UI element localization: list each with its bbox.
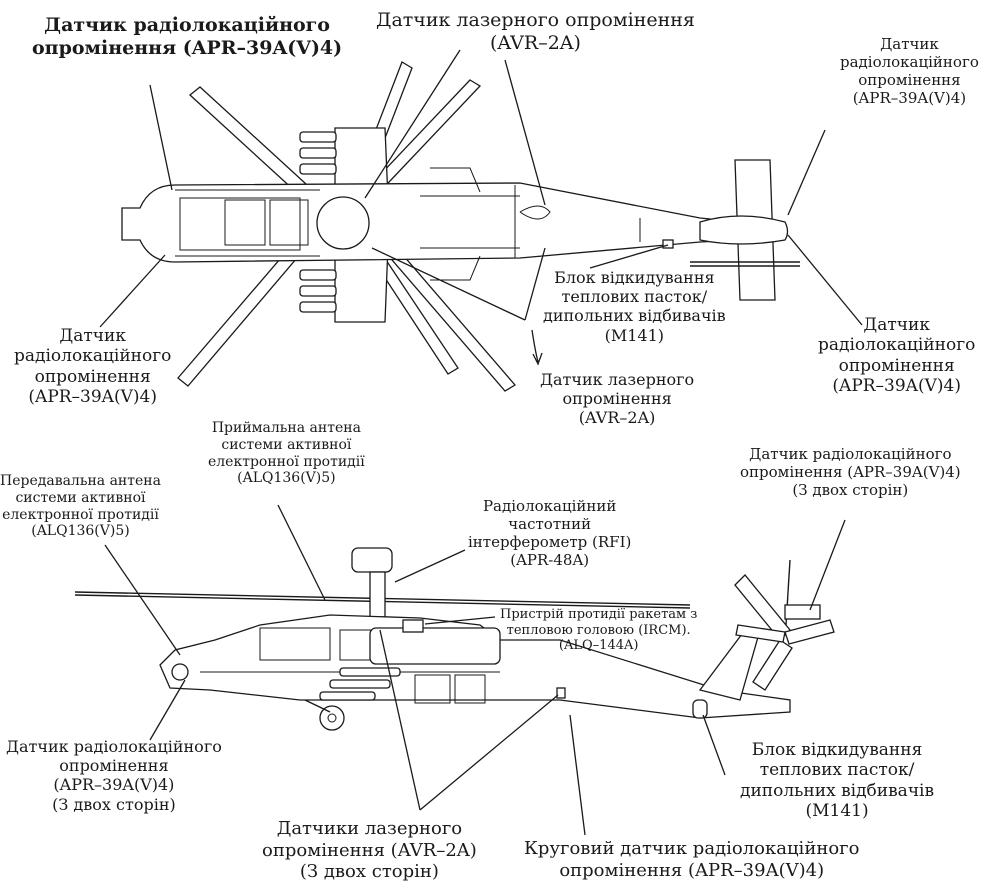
- label-line: дипольних відбивачів: [740, 780, 935, 801]
- label-top-tail-apr-upper: Датчик радіолокаційного опромінення (APR…: [840, 35, 979, 107]
- label-line: інтерферометр (RFI): [468, 533, 632, 551]
- label-line: Приймальна антена: [211, 420, 361, 436]
- side-m141-unit: [692, 699, 708, 719]
- label-line: (З двох сторін): [792, 481, 909, 499]
- side-rfi-dome: [351, 547, 393, 573]
- label-line: (APR-48A): [510, 551, 590, 569]
- label-line: Круговий датчик радіолокаційного: [524, 838, 860, 859]
- label-line: Датчик: [880, 35, 939, 53]
- label-line: Блок відкидування: [554, 268, 715, 287]
- label-line: (AVR–2A): [578, 408, 656, 428]
- label-side-rfi: Радіолокаційний частотний інтерферометр …: [468, 497, 631, 569]
- label-line: Датчик лазерного: [540, 370, 695, 389]
- label-side-nose-apr: Датчик радіолокаційного опромінення (APR…: [6, 737, 222, 814]
- label-top-avr-upper: Датчик лазерного опромінення (AVR–2A): [376, 9, 695, 55]
- label-line: (З двох сторін): [299, 861, 439, 883]
- label-line: радіолокаційного: [14, 346, 172, 367]
- label-side-ircm: Пристрій протидії ракетам з тепловою гол…: [500, 607, 697, 654]
- label-line: електронної протидії: [208, 453, 365, 470]
- label-line: (APR–39A(V)4): [832, 376, 961, 397]
- label-line: системи активної: [221, 436, 352, 453]
- side-ircm-unit: [402, 619, 424, 633]
- label-side-avr: Датчики лазерного опромінення (AVR–2A) (…: [262, 818, 477, 883]
- label-line: системи активної: [15, 489, 146, 506]
- label-line: (ALQ–144A): [558, 638, 639, 654]
- label-line: Передавальна антена: [0, 473, 161, 489]
- label-line: (APR–39A(V)4): [53, 775, 175, 795]
- label-line: (M141): [604, 325, 665, 345]
- side-leader-lines: [104, 504, 846, 836]
- label-line: опромінення (APR–39A(V)4): [559, 859, 825, 881]
- label-line: дипольних відбивачів: [543, 306, 726, 326]
- label-line: (ALQ136(V)5): [237, 470, 336, 487]
- label-side-tail-apr: Датчик радіолокаційного опромінення (APR…: [740, 445, 961, 499]
- label-line: (APR–39A(V)4): [852, 89, 967, 107]
- label-line: опромінення (APR–39A(V)4): [740, 463, 961, 481]
- label-top-nose-apr-upper: Датчик радіолокаційного опромінення (APR…: [32, 14, 342, 60]
- label-line: опромінення (APR–39A(V)4): [32, 36, 343, 59]
- label-line: Блок відкидування: [751, 740, 923, 760]
- label-line: частотний: [508, 515, 592, 533]
- label-line: опромінення: [562, 389, 672, 409]
- label-line: Датчик радіолокаційного: [749, 445, 952, 463]
- label-line: опромінення: [858, 71, 961, 89]
- label-line: (APR–39A(V)4): [28, 387, 157, 408]
- label-top-m141: Блок відкидування теплових пасток/ дипол…: [543, 268, 726, 345]
- label-line: (AVR–2A): [489, 31, 581, 54]
- side-wheel: [319, 705, 345, 731]
- label-line: Пристрій протидії ракетам з: [500, 607, 698, 622]
- label-line: радіолокаційного: [840, 53, 979, 71]
- label-line: Датчик лазерного опромінення: [376, 9, 695, 31]
- label-line: опромінення: [838, 355, 955, 376]
- label-line: Датчик: [59, 326, 126, 346]
- label-line: (M141): [805, 801, 869, 822]
- label-side-m141: Блок відкидування теплових пасток/ дипол…: [740, 740, 934, 822]
- label-top-nose-apr-lower: Датчик радіолокаційного опромінення (APR…: [14, 326, 171, 408]
- label-line: Датчик радіолокаційного: [6, 737, 222, 756]
- label-line: (З двох сторін): [52, 794, 176, 814]
- label-line: опромінення (AVR–2A): [262, 839, 477, 861]
- label-line: Датчик радіолокаційного: [44, 14, 330, 36]
- label-top-tail-apr-lower: Датчик радіолокаційного опромінення (APR…: [818, 315, 975, 397]
- side-tail-rotor: [734, 559, 835, 691]
- side-view-helicopter: [74, 547, 835, 731]
- label-top-avr-lower: Датчик лазерного опромінення (AVR–2A): [540, 370, 694, 428]
- label-line: Датчик: [863, 315, 930, 335]
- label-line: електронної протидії: [2, 506, 159, 523]
- label-line: опромінення: [34, 366, 151, 387]
- label-line: (ALQ136(V)5): [31, 523, 130, 540]
- label-line: тепловою головою (IRCM).: [506, 622, 691, 638]
- top-rotor-hub: [316, 196, 370, 250]
- label-side-apr-circular: Круговий датчик радіолокаційного опромін…: [524, 838, 859, 881]
- label-line: радіолокаційного: [818, 335, 976, 356]
- top-tail: [662, 159, 800, 301]
- top-fuselage: [121, 167, 741, 281]
- top-leader-lines: [99, 49, 863, 366]
- label-line: теплових пасток/: [759, 760, 915, 781]
- label-side-alq-transmit: Передавальна антена системи активної еле…: [0, 473, 161, 540]
- label-line: опромінення: [59, 756, 169, 776]
- label-side-alq-receive: Приймальна антена системи активної елект…: [208, 420, 365, 487]
- label-line: Радіолокаційний: [482, 497, 617, 515]
- label-line: Датчики лазерного: [276, 818, 463, 839]
- label-line: теплових пасток/: [561, 287, 708, 307]
